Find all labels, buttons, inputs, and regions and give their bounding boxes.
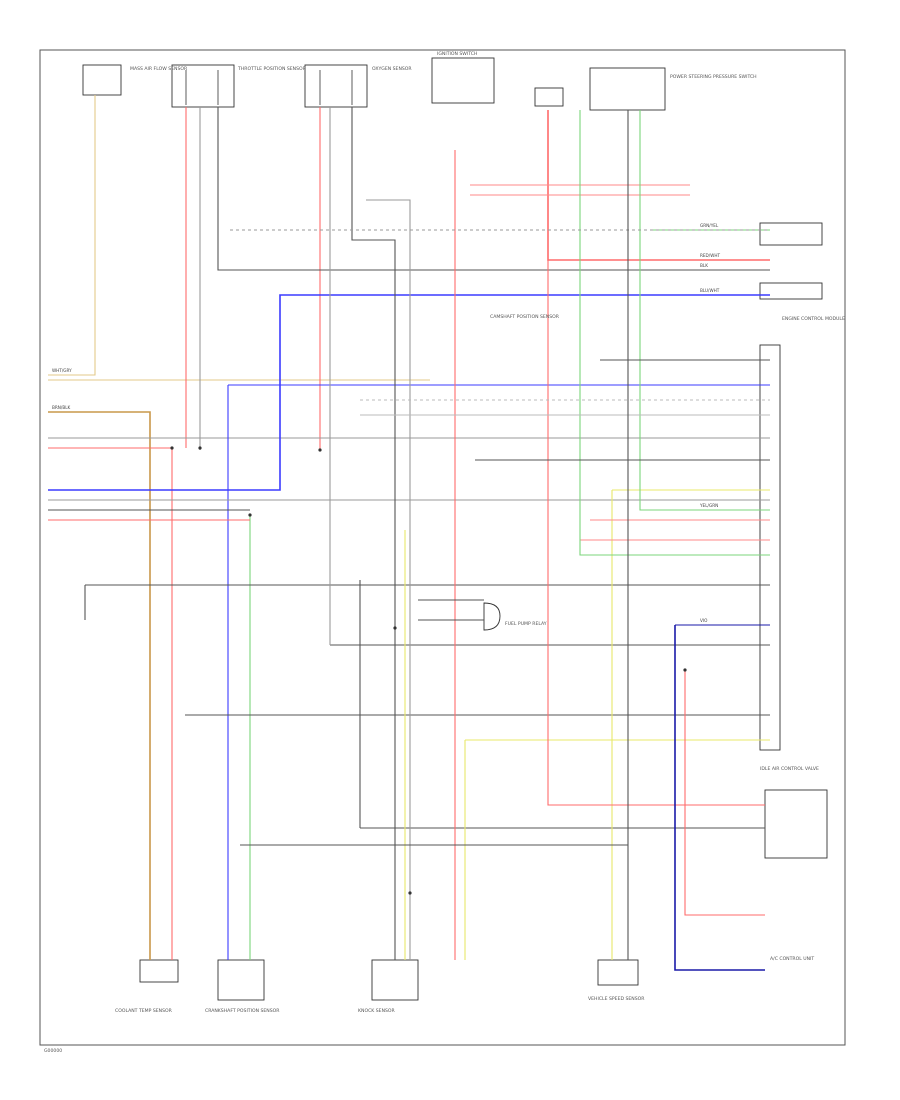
wire-code: BRN/BLK (52, 405, 71, 410)
top-connectors (82, 57, 666, 111)
component-labels: MASS AIR FLOW SENSOR THROTTLE POSITION S… (44, 51, 845, 1054)
label-cmp: CAMSHAFT POSITION SENSOR (490, 314, 560, 320)
wire-code: BLU/WHT (700, 288, 720, 293)
label-ign: IGNITION SWITCH (437, 51, 477, 57)
wire-code-labels: WHT/GRY BRN/BLK GRN/YEL RED/WHT BLU/WHT … (52, 223, 720, 623)
wire-code: BLK (700, 263, 708, 268)
label-ac: A/C CONTROL UNIT (770, 956, 814, 962)
diagram-frame (39, 49, 846, 1046)
label-knock: KNOCK SENSOR (358, 1008, 396, 1014)
wire-group (48, 95, 770, 971)
junctions (170, 446, 687, 895)
bottom-components (139, 602, 639, 1001)
label-ecm: ENGINE CONTROL MODULE (782, 316, 845, 322)
label-iac: IDLE AIR CONTROL VALVE (760, 766, 819, 772)
label-maf: MASS AIR FLOW SENSOR (130, 66, 188, 72)
footer-code: G00000 (44, 1048, 62, 1054)
wire-code: YEL/GRN (699, 503, 718, 508)
label-tps: THROTTLE POSITION SENSOR (237, 66, 307, 72)
label-pspress: POWER STEERING PRESSURE SWITCH (670, 74, 757, 80)
wire-code: WHT/GRY (52, 368, 72, 373)
label-ckp: CRANKSHAFT POSITION SENSOR (205, 1008, 280, 1014)
label-fuelrelay: FUEL PUMP RELAY (505, 621, 547, 627)
label-ect: COOLANT TEMP SENSOR (115, 1008, 173, 1014)
wire-code: RED/WHT (700, 253, 720, 258)
wire-code: GRN/YEL (700, 223, 719, 228)
label-o2: OXYGEN SENSOR (372, 66, 412, 72)
wire-code: VIO (700, 618, 708, 623)
right-components (759, 222, 828, 859)
label-vss: VEHICLE SPEED SENSOR (588, 996, 645, 1002)
